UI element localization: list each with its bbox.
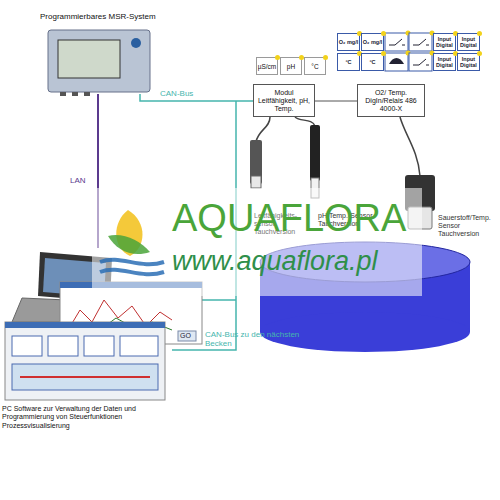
node-text: Modul Leitfähigkeit, pH, Temp. xyxy=(256,89,312,113)
ph-sensor xyxy=(310,125,320,181)
unit-box: pH xyxy=(280,57,302,75)
process-tile xyxy=(12,336,42,356)
can-bus-line xyxy=(202,299,236,301)
valve-tile xyxy=(385,53,408,71)
go-button xyxy=(178,331,196,341)
logo-wave xyxy=(100,260,164,275)
switch-symbol xyxy=(413,39,429,45)
node-text: O2/ Temp. DigIn/Relais 486 4000-X xyxy=(360,89,422,113)
module-box: O2/ Temp. DigIn/Relais 486 4000-X xyxy=(357,84,425,117)
channel-tile: O₂ mg/l xyxy=(361,33,384,51)
device-connector xyxy=(60,92,66,96)
node-text: pH xyxy=(287,63,295,70)
input-tile: Input Digital xyxy=(433,53,456,71)
process-tile xyxy=(84,336,114,356)
node-text: Input Digital xyxy=(458,36,479,48)
process-pipe xyxy=(20,376,150,378)
bus-note: CAN-Bus zu den nächsten Becken xyxy=(205,330,325,348)
process-tile xyxy=(48,336,78,356)
relay-tile xyxy=(409,33,432,51)
controller-device: Programmierbares MSR-System xyxy=(40,12,160,94)
bus-connector xyxy=(315,101,357,102)
device-connector xyxy=(72,92,78,96)
channel-tile: °C xyxy=(337,53,360,71)
node-text: O₂ mg/l xyxy=(363,39,383,45)
device-housing xyxy=(48,30,150,92)
node-text: Programmierbares MSR-System xyxy=(40,12,156,21)
node-text: Input Digital xyxy=(434,36,455,48)
node-text: °C xyxy=(369,59,375,65)
relay-tile xyxy=(385,33,408,51)
process-tile xyxy=(120,336,158,356)
device-logo xyxy=(131,38,141,48)
node-text: O₂ mg/l xyxy=(339,39,359,45)
button-text: GO xyxy=(180,332,196,340)
visualisation-window xyxy=(5,322,165,400)
sensor-cable xyxy=(400,117,420,176)
channel-tile: O₂ mg/l xyxy=(337,33,360,51)
node-text: °C xyxy=(311,63,318,70)
input-tile: Input Digital xyxy=(433,33,456,51)
node-text: Input Digital xyxy=(458,56,479,68)
node-text: PC Software zur Verwaltung der Daten und… xyxy=(2,405,162,431)
node-text: °C xyxy=(345,59,351,65)
module-box: Modul Leitfähigkeit, pH, Temp. xyxy=(253,84,315,117)
logo-leaf xyxy=(108,235,150,254)
sensor-cable xyxy=(256,117,270,142)
sensor-tip xyxy=(251,176,261,188)
watermark: www.aquaflora.pl xyxy=(172,246,432,277)
switch-symbol xyxy=(413,59,429,65)
node-text: Input Digital xyxy=(434,56,455,68)
valve-symbol xyxy=(389,58,404,64)
relay-tile xyxy=(409,53,432,71)
device-screen xyxy=(58,40,120,78)
input-tile: Input Digital xyxy=(457,33,480,51)
bus-connector xyxy=(140,94,253,101)
input-tile: Input Digital xyxy=(457,53,480,71)
sensor-caption: Sauerstoff/Temp. Sensor Tauchversion xyxy=(438,214,500,238)
process-tile xyxy=(12,364,158,390)
channel-tile: °C xyxy=(361,53,384,71)
unit-box: µS/cm xyxy=(256,57,278,75)
switch-symbol xyxy=(389,39,405,45)
sensor-cable xyxy=(295,117,315,126)
window-titlebar xyxy=(5,322,165,328)
unit-box: °C xyxy=(304,57,326,75)
watermark: AQUAFLORA xyxy=(172,196,432,240)
connector-label: CAN-Bus xyxy=(160,89,193,98)
connector-label: LAN xyxy=(70,176,86,185)
device-connector xyxy=(84,92,90,96)
node-text: µS/cm xyxy=(258,63,277,70)
